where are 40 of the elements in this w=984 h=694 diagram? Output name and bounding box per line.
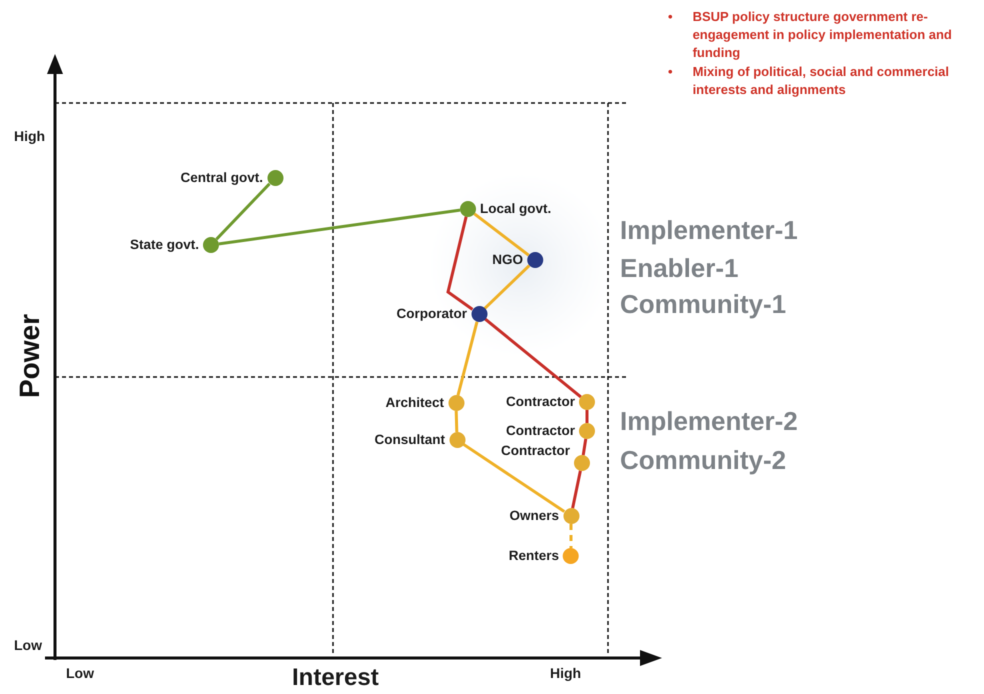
axis-tick-label: Low (14, 638, 42, 654)
connector-line (462, 443, 566, 513)
point-label: Local govt. (480, 202, 552, 216)
connector-line (215, 182, 271, 240)
connector-line (570, 524, 572, 548)
point-label: Contractor (506, 395, 575, 409)
quadrant-label: Community-2 (620, 446, 786, 475)
axis-tick-label: High (550, 666, 582, 682)
axis-tick-label: Low (66, 666, 94, 682)
connector-line (473, 212, 530, 256)
connector-line (586, 410, 588, 423)
point-label: Renters (508, 549, 559, 563)
connector-line (571, 470, 582, 508)
connector-line (454, 410, 458, 432)
bullet-text: Mixing of political, social and commercial interests and alignments (692, 62, 950, 99)
connector-line (456, 321, 478, 396)
point-label: Contractor (506, 424, 575, 438)
bullet-marker: • (668, 8, 673, 26)
point-label: Contractor (500, 444, 570, 458)
point-label: Owners (509, 509, 559, 523)
quadrant-label: Community-1 (620, 290, 786, 319)
bullet-marker: • (668, 62, 673, 81)
point-label: Central govt. (180, 171, 263, 185)
quadrant-label: Enabler-1 (620, 254, 738, 283)
point-label: Corporator (396, 307, 467, 321)
axis-tick-label: High (14, 129, 46, 144)
connector-line (484, 318, 582, 398)
connector-line (218, 208, 460, 246)
point-label: State govt. (130, 238, 199, 252)
connector-line (484, 264, 530, 310)
connector-line (582, 438, 588, 456)
point-label: Consultant (374, 433, 445, 447)
quadrant-label: Implementer-1 (620, 216, 798, 245)
point-label: Architect (385, 396, 444, 410)
bullet-text: BSUP policy structure government re-engagement in policy implementation and funding (692, 8, 953, 62)
axis-title: Interest (292, 665, 379, 692)
axis-title: Power (14, 314, 46, 398)
quadrant-label: Implementer-2 (620, 407, 798, 436)
point-label: NGO (492, 253, 523, 267)
connector-line (446, 216, 474, 311)
